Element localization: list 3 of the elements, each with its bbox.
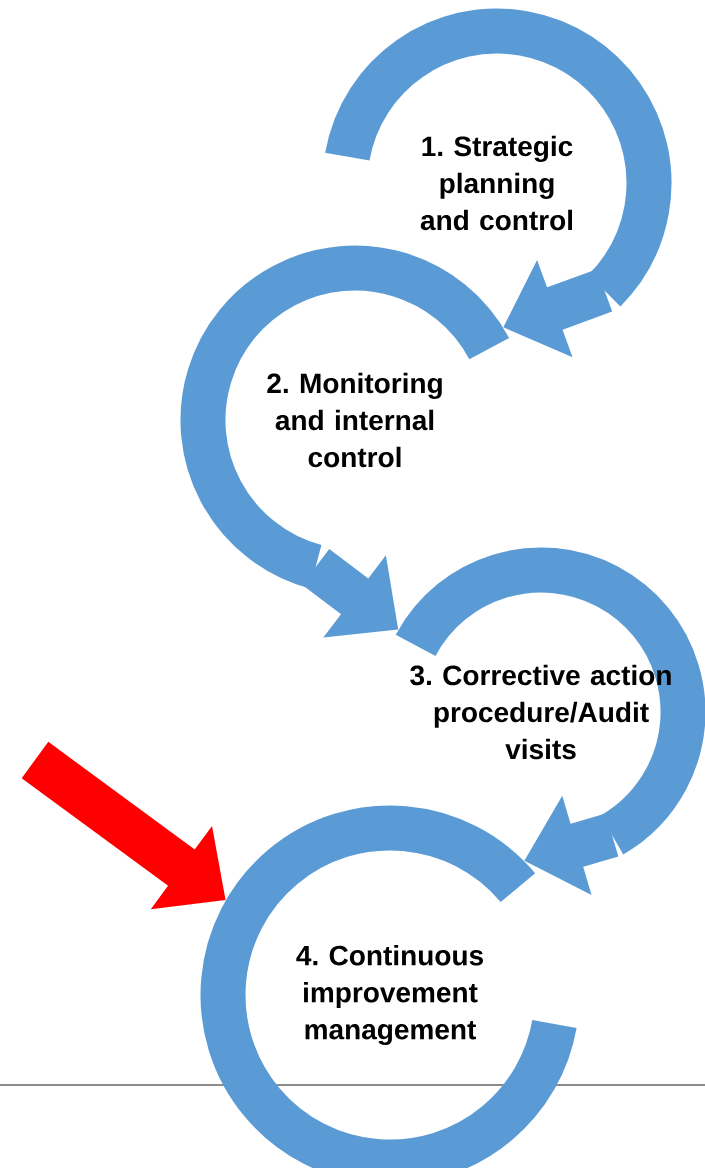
ring: 1. Strategic planning and control [325, 8, 672, 306]
ring: 2. Monitoring and internal control [180, 245, 509, 589]
ring: 4. Continuous improvement management [200, 805, 577, 1168]
